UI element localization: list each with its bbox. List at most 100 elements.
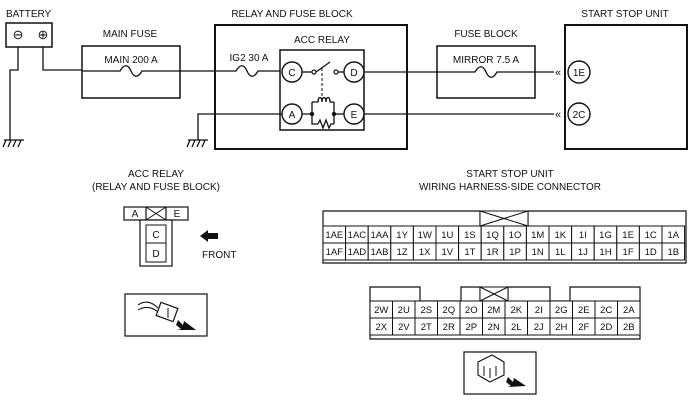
main-fuse-value: MAIN 200 A: [104, 55, 158, 66]
ground-icon: [186, 139, 208, 148]
connector-pin-label: 2S: [420, 305, 432, 316]
connector-pin-label: 2P: [465, 322, 477, 333]
connector-pin-label: 1I: [579, 230, 587, 241]
switch-contact-icon: [333, 69, 339, 75]
connector-pin-label: 1O: [509, 230, 522, 241]
connector-pin-label: 2L: [511, 322, 522, 333]
connector-pin-label: 1C: [645, 230, 657, 241]
mirror-fuse-label: MIRROR 7.5 A: [453, 55, 519, 66]
connector-pin-label: 1F: [623, 247, 634, 258]
battery-positive-wire: [42, 47, 85, 71]
connector-pin-label: 2W: [374, 305, 388, 316]
terminal-c: [281, 61, 303, 83]
terminal-1e-label: 1E: [573, 68, 586, 79]
connector-pin-label: 1W: [418, 230, 432, 241]
connector-pin-label: 2O: [465, 305, 478, 316]
ssu-connector-row-4: 2X 2V 2T 2R 2P 2N 2L 2J 2H 2F 2D 2B: [369, 317, 641, 336]
connector-chevron-icon: «: [555, 67, 561, 79]
connector-pin-label: 2Q: [442, 305, 455, 316]
connector-pin-label: 1Q: [486, 230, 499, 241]
connector-illustration-icon: [124, 293, 208, 337]
battery-symbol: [5, 22, 53, 48]
connector-pin-label: 1AE: [325, 230, 343, 241]
connector-pin-label: 2D: [600, 322, 612, 333]
connector-pin-label: 2J: [534, 322, 544, 333]
acc-pin-c: C: [152, 230, 159, 241]
terminal-d-label: D: [350, 68, 357, 79]
connector-pin-label: 1G: [599, 230, 612, 241]
connector-pin-cell: [661, 242, 686, 261]
main-fuse-label: MAIN FUSE: [103, 29, 158, 40]
coil-icon: [312, 96, 334, 103]
resistor-icon: [317, 118, 334, 130]
fuse-icon: [215, 65, 281, 77]
ig2-fuse-label: IG2 30 A: [230, 53, 269, 64]
relay-fuse-block-label: RELAY AND FUSE BLOCK: [231, 9, 353, 20]
switch-arm-icon: [315, 61, 331, 73]
connector-pin-label: 1H: [599, 247, 611, 258]
connector-pin-label: 1AF: [326, 247, 344, 258]
terminal-2c: [567, 102, 591, 126]
junction-dot: [331, 111, 337, 117]
connector-pin-label: 1Y: [396, 230, 408, 241]
connector-pin-label: 2V: [398, 322, 410, 333]
connector-pin-label: 1J: [578, 247, 588, 258]
connector-pin-label: 1S: [464, 230, 476, 241]
connector-pin-label: 1T: [464, 247, 475, 258]
acc-relay-connector: [123, 206, 189, 267]
connector-pin-label: 2E: [578, 305, 590, 316]
relay-ground-wire: [197, 113, 282, 140]
ssu-connector-title-2: WIRING HARNESS-SIDE CONNECTOR: [419, 182, 601, 193]
connector-pin-label: 2T: [421, 322, 432, 333]
connector-pin-label: 2B: [623, 322, 635, 333]
connector-pin-label: 1D: [645, 247, 657, 258]
connector-pin-label: 2F: [578, 322, 589, 333]
connector-pin-label: 1AC: [348, 230, 367, 241]
fuse-block-label: FUSE BLOCK: [454, 29, 518, 40]
start-stop-unit-label: START STOP UNIT: [581, 9, 668, 20]
ssu-connector-title-1: START STOP UNIT: [466, 169, 553, 180]
connector-pin-label: 1L: [555, 247, 566, 258]
connector-pin-label: 2H: [555, 322, 567, 333]
connector-pin-label: 2N: [488, 322, 500, 333]
connector-pin-label: 1A: [667, 230, 679, 241]
connector-pin-label: 2A: [623, 305, 635, 316]
junction-dot: [309, 111, 315, 117]
connector-pin-label: 1AD: [348, 247, 367, 258]
connector-pin-label: 1U: [441, 230, 453, 241]
connector-pin-label: 1K: [554, 230, 566, 241]
terminal-e-label: E: [351, 110, 358, 121]
terminal-2c-label: 2C: [573, 110, 586, 121]
connector-key-icon: [479, 286, 509, 302]
start-stop-unit-box: [564, 24, 688, 150]
front-label: FRONT: [202, 250, 236, 261]
connector-pin-label: 1V: [441, 247, 453, 258]
connector-illustration-icon: [463, 351, 537, 395]
connector-pin-label: 2C: [600, 305, 612, 316]
fuse-icon: [82, 65, 180, 77]
acc-pin-e: E: [174, 209, 181, 220]
switch-contact-icon: [311, 69, 317, 75]
ground-icon: [2, 139, 24, 148]
connector-pin-label: 1N: [532, 247, 544, 258]
connector-pin-label: 2X: [375, 322, 387, 333]
connector-pin-label: 2R: [443, 322, 455, 333]
connector-pin-label: 2K: [510, 305, 522, 316]
battery-ground-wire: [9, 47, 19, 140]
connector-pin-label: 1Z: [397, 247, 408, 258]
acc-connector-title-2: (RELAY AND FUSE BLOCK): [92, 182, 220, 193]
connector-pin-label: 1P: [509, 247, 521, 258]
fuse-icon: [437, 66, 535, 78]
acc-pin-a: A: [132, 209, 139, 220]
connector-pin-label: 1R: [486, 247, 498, 258]
battery-positive-icon: ⊕: [38, 27, 49, 42]
connector-pin-label: 1X: [419, 247, 431, 258]
connector-pin-cell: [617, 317, 641, 336]
terminal-1e: [567, 60, 591, 84]
acc-pin-d: D: [152, 249, 159, 260]
terminal-a-label: A: [289, 110, 296, 121]
connector-pin-label: 1AB: [371, 247, 389, 258]
